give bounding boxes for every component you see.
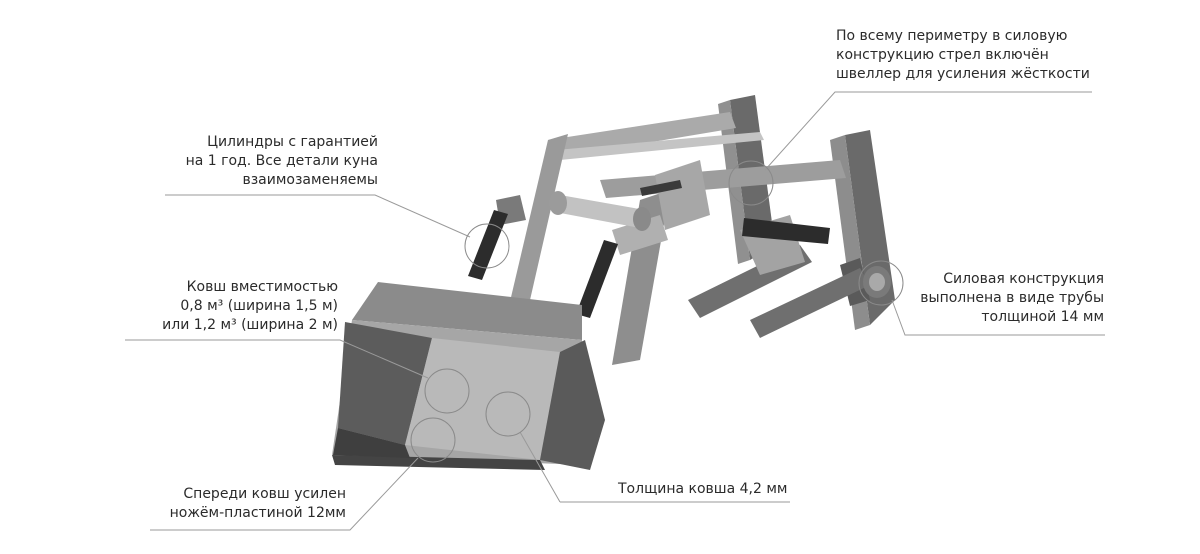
note-cylinders: Цилиндры с гарантией на 1 год. Все детал… [186, 133, 378, 190]
callout-circle-channel [728, 160, 774, 206]
leader-bucket-thickness-d [519, 431, 561, 503]
leader-bucket-capacity [125, 339, 429, 379]
note-tube: Силовая конструкция выполнена в виде тру… [920, 270, 1104, 327]
note-cylinders-line: на 1 год. Все детали куна [185, 153, 378, 169]
note-channel-line: швеллер для усиления жёсткости [836, 66, 1090, 82]
note-bucket-capacity: Ковш вместимостью 0,8 м³ (ширина 1,5 м) … [162, 278, 338, 335]
callout-circles [410, 160, 904, 463]
note-cylinders-line: взаимозаменяемы [242, 172, 378, 188]
note-front-blade-line: Спереди ковш усилен [183, 486, 346, 502]
callout-circle-thickness [485, 391, 531, 437]
note-bucket-thickness-line: Толщина ковша 4,2 мм [618, 481, 788, 497]
note-front-blade-line: ножём-пластиной 12мм [169, 505, 346, 521]
callout-circle-bucket [424, 368, 470, 414]
leader-channel [764, 91, 1092, 171]
callout-circle-blade [410, 417, 456, 463]
leader-front-blade [150, 457, 419, 531]
leader-tube [891, 299, 1105, 336]
leader-lines [125, 91, 1105, 531]
hydraulic-cylinders [468, 180, 830, 318]
note-channel: По всему периметру в силовую конструкцию… [836, 27, 1090, 84]
mount-plate-right [830, 130, 895, 330]
note-bucket-capacity-line: Ковш вместимостью [186, 279, 338, 295]
note-tube-line: толщиной 14 мм [981, 309, 1104, 325]
bucket [332, 282, 605, 470]
note-tube-line: Силовая конструкция [943, 271, 1104, 287]
boom-arm-left [496, 134, 568, 310]
boom-arm-right [612, 160, 710, 365]
note-bucket-capacity-line: или 1,2 м³ (ширина 2 м) [162, 317, 338, 333]
note-channel-line: конструкцию стрел включён [836, 47, 1049, 63]
note-tube-line: выполнена в виде трубы [920, 290, 1104, 306]
note-channel-line: По всему периметру в силовую [836, 28, 1068, 44]
cross-tube [549, 191, 651, 231]
note-front-blade: Спереди ковш усилен ножём-пластиной 12мм [170, 485, 346, 523]
note-bucket-thickness: Толщина ковша 4,2 мм [618, 480, 787, 499]
note-cylinders-line: Цилиндры с гарантией [207, 134, 378, 150]
callout-circle-tube [858, 260, 904, 306]
tube-pivot [863, 266, 891, 298]
leader-cylinders [165, 194, 471, 238]
note-bucket-capacity-line: 0,8 м³ (ширина 1,5 м) [180, 298, 338, 314]
callout-circle-cylinder [464, 223, 510, 269]
